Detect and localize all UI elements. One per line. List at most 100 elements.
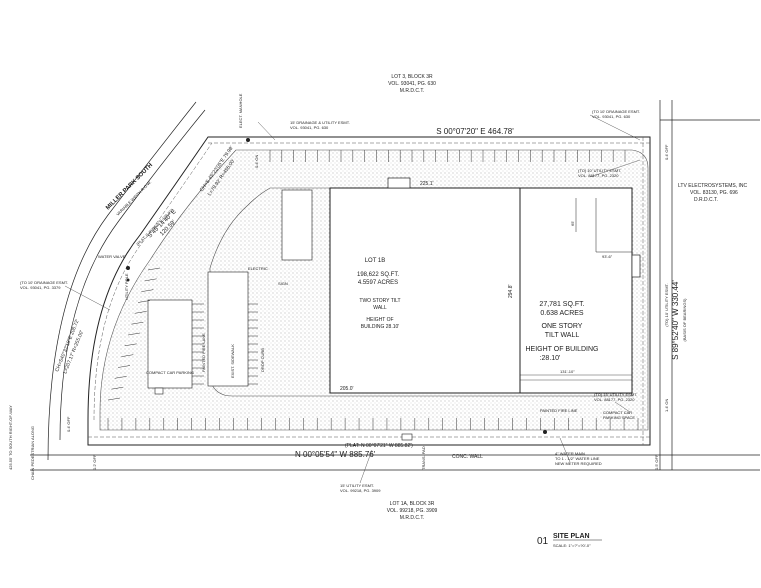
label-dim-65: 65'	[570, 221, 575, 226]
building-footprint	[329, 177, 641, 394]
sheet-scale: SCALE: 1"=?"=?0'-0"	[553, 543, 591, 548]
parking-stall-line-left	[127, 332, 141, 336]
label-ltv-vol: VOL. 83130, PG. 696	[690, 190, 738, 196]
parking-stall-line-left	[124, 343, 137, 347]
label-dim-131: 131'-10"	[560, 369, 575, 374]
top-lot-label: LOT 3, BLOCK 3R VOL. 93041, PG. 630 M.R.…	[388, 74, 436, 94]
label-utility-esmt-bottom-vol: VOL. 99218, PG. 3909	[340, 488, 381, 493]
label-drainage-left: (TO 10' DRAINAGE ESMT.	[20, 280, 68, 285]
parking-stall-line-left	[134, 311, 147, 314]
label-dim-225: 225.1'	[420, 181, 434, 187]
label-lot-1b-sqft: 198,622 SQ.FT.	[357, 272, 399, 278]
parking-stall-line-left	[137, 300, 151, 303]
label-ltv-name: LTV ELECTROSYSTEMS, INC	[678, 183, 747, 189]
label-drainage-top-mid-vol: VOL. 93041, PG. 630	[290, 125, 329, 130]
parking-stall-line-left	[131, 321, 144, 325]
label-utility-esmt-bottom: 15' UTILITY ESMT.	[340, 483, 374, 488]
label-water-main-2: TO 1 - 1/2" WATER LINE	[555, 456, 600, 461]
label-parking-space: PARKING SPACE	[603, 415, 635, 420]
label-utility-esmt-right-vol: VOL. 88177, PG. 2320	[578, 173, 619, 178]
label-lot-1b: LOT 1B	[365, 258, 386, 264]
label-bldg-sqft: 27,781 SQ.FT.	[539, 301, 584, 308]
label-sign: SIGN	[278, 281, 288, 286]
label-dim-205: 205.0'	[340, 386, 354, 392]
label-lot-1a: LOT 1A, BLOCK 3R	[390, 501, 435, 507]
label-compact-left: COMPACT CAR PARKING	[146, 370, 194, 375]
label-utility-esmt-right: (TO) 10' UTILITY ESMT.	[578, 168, 621, 173]
label-fire-line: PAINTED FIRE LINE	[540, 408, 578, 413]
label-offset-left-top: 0.4' ON	[254, 154, 259, 168]
label-dim-294: 294.8'	[508, 284, 514, 298]
label-trans-pad: TRANS. PAD	[421, 446, 426, 470]
label-offset-br: 0.5' OFF	[654, 454, 659, 470]
label-bldg-acres: 0.638 ACRES	[540, 310, 584, 317]
label-two-story-2: WALL	[373, 305, 387, 311]
label-height-1: HEIGHT OF	[366, 317, 393, 323]
label-elect-manhole: ELECT. MANHOLE	[238, 93, 243, 128]
label-height-2: BUILDING 28.10'	[361, 324, 400, 330]
label-offset-left: 0.4' OFF	[66, 416, 71, 432]
bottom-lot-label: LOT 1A, BLOCK 3R VOL. 99218, PG. 3909 M.…	[387, 501, 438, 521]
label-lot-3r-mrdct: M.R.D.C.T.	[400, 88, 424, 94]
sheet-title: SITE PLAN	[553, 533, 590, 540]
label-utility-esmt-br-vol: VOL. 88177, PG. 2320	[594, 397, 635, 402]
right-of-way	[30, 100, 760, 471]
label-drop-curb: DROP CURB	[260, 348, 265, 372]
label-lot-1b-acres: 4.5597 ACRES	[358, 280, 398, 286]
label-offset-right-top: 0.4' OFF	[664, 144, 669, 160]
label-two-story-1: TWO STORY TILT	[359, 298, 400, 304]
parking-stalls	[107, 150, 639, 430]
label-painted-fire-lane: PAINTED FIRE LANE	[201, 333, 206, 372]
label-one-story-2: TILT WALL	[545, 332, 580, 339]
label-drainage-top-mid: 15' DRAINAGE & UTILITY ESMT.	[290, 120, 350, 125]
label-electric: ELECTRIC	[248, 266, 268, 271]
sheet-number: 01	[537, 536, 549, 547]
label-water-valve: WATER VALVE	[98, 254, 126, 259]
parking-stall-line-left	[114, 376, 127, 379]
label-utility-esmt-right-vert: (TO) 10' UTILITY ESMT.	[664, 283, 669, 326]
label-drainage-top-right-vol: VOL. 93041, PG. 630	[592, 114, 631, 119]
parking-stall-line-left	[144, 278, 157, 282]
label-ltv-drdct: D.R.D.C.T.	[694, 197, 718, 203]
label-bldg-height-2: :28.10'	[540, 355, 561, 362]
label-utility-pole: UTILITY POLE	[124, 273, 129, 300]
label-compact-car: COMPACT CAR	[603, 410, 632, 415]
building-label: 27,781 SQ.FT. 0.638 ACRES ONE STORY TILT…	[526, 301, 599, 362]
property-boundary	[87, 136, 651, 446]
label-drainage-top-right: (TO 10' DRAINAGE ESMT.	[592, 109, 640, 114]
parking-stall-line-left	[117, 365, 131, 368]
label-drainage-left-vol: VOL. 93041, PG. 3379	[20, 285, 61, 290]
lot-1b-label: LOT 1B 198,622 SQ.FT. 4.5597 ACRES TWO S…	[357, 258, 401, 330]
label-lot-1a-vol: VOL. 99218, PG. 3909	[387, 508, 438, 514]
parking-stall-line-left	[111, 386, 124, 390]
label-offset-right: 1.4' ON	[664, 398, 669, 412]
label-lot-1a-mrdct: M.R.D.C.T.	[400, 515, 424, 521]
label-rebar-note: 425.55' TO SOUTH RIGHT-OF-WAY	[8, 405, 13, 470]
label-bldg-height-1: HEIGHT OF BUILDING	[526, 346, 599, 353]
label-plat-bottom: (PLAT: N 00°07'21" W 885.82')	[345, 443, 413, 449]
landscape-island	[147, 189, 313, 389]
label-lot-3r: LOT 3, BLOCK 3R	[391, 74, 433, 80]
label-water-main-3: NEW METER REQUIRED	[555, 461, 602, 466]
label-water-main-1: 4" WATER MAIN	[555, 451, 585, 456]
label-bearing-right-basis: (BASIS OF BEARINGS)	[682, 298, 687, 342]
parking-stall-line-left	[107, 397, 121, 401]
parking-stall-line-left	[121, 354, 134, 357]
label-pedestrian-note: CHAIN PEDESTRIAN ALONG	[30, 426, 35, 480]
label-bearing-top: S 00°07'20" E 464.78'	[436, 127, 514, 136]
label-utility-esmt-br: (TO) 15' UTILITY ESMT.	[594, 392, 637, 397]
label-dim-93: 93'-6"	[602, 254, 613, 259]
label-bearing-bottom: N 00°05'54" W 885.76'	[295, 450, 376, 459]
title-block: 01 SITE PLAN SCALE: 1"=?"=?0'-0"	[537, 533, 602, 548]
label-one-story-1: ONE STORY	[542, 323, 583, 330]
label-conc-wall: CONC. WALL	[452, 454, 483, 460]
label-bearing-right: S 89°52'40" W 330.44'	[671, 280, 680, 360]
label-offset-bl: 0.2' OFF	[92, 454, 97, 470]
leader-lines	[64, 114, 641, 484]
label-exist-stall: EXIST. SIDEWALK	[230, 344, 235, 378]
label-lot-3r-vol: VOL. 93041, PG. 630	[388, 81, 436, 87]
parking-stall-line-left	[147, 267, 161, 271]
parking-stall-line-left	[141, 289, 154, 292]
site-symbols	[126, 138, 547, 441]
